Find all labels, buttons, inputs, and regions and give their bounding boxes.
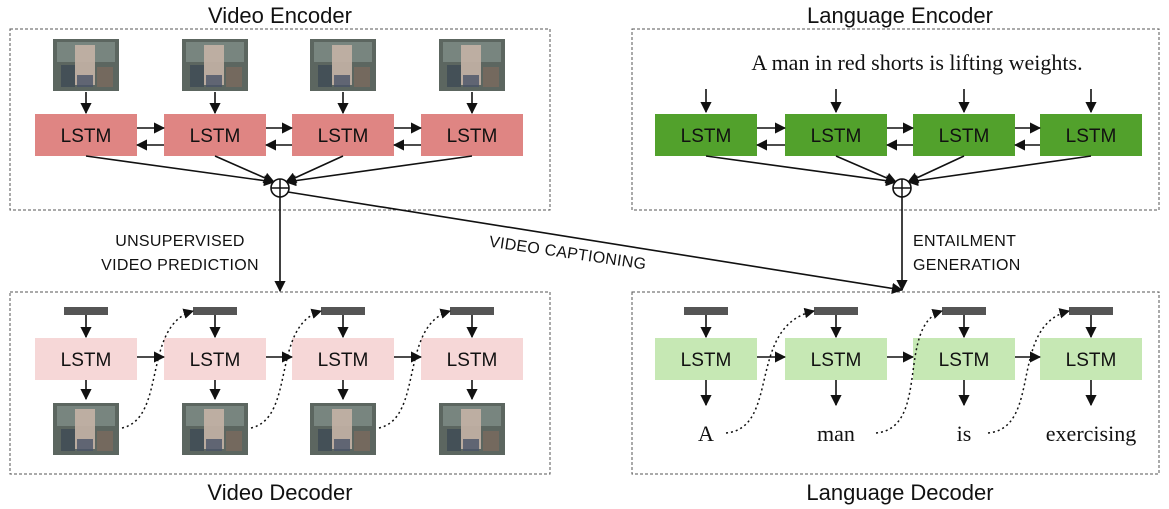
video-decoder-input-bar-3 <box>321 307 365 315</box>
video-decoder-lstm-3-box <box>292 338 394 380</box>
language-decoder-lstm-3-box <box>913 338 1015 380</box>
language-sum-plus <box>893 179 911 197</box>
video-captioning-label: VIDEO CAPTIONING <box>488 234 647 274</box>
video-encoder-lstm-4-box <box>421 114 523 156</box>
output-word-3: is <box>957 421 972 446</box>
video-encoder-lstm-3-box <box>292 114 394 156</box>
video-feedback-2 <box>250 308 323 429</box>
video-frames <box>53 39 505 455</box>
language-encoder-title: Language Encoder <box>807 3 993 28</box>
language-encoder-lstm-4-label: LSTM <box>1066 126 1117 147</box>
video-encoder-title: Video Encoder <box>208 3 352 28</box>
language-encoder-panel <box>631 28 1160 211</box>
video-decoder-input-bar-1 <box>64 307 108 315</box>
unsupervised-label: UNSUPERVISED <box>115 233 245 250</box>
language-encoder-lstm-3-box <box>913 114 1015 156</box>
encoder-frame-2 <box>182 39 248 91</box>
input-sentence: A man in red shorts is lifting weights. <box>751 50 1082 75</box>
language-encoder-lstm-2-box <box>785 114 887 156</box>
language-encoder-to-sum-4 <box>906 155 1092 187</box>
video-encoder-lstm-2-box <box>164 114 266 156</box>
language-decoder-lstm-4-label: LSTM <box>1066 350 1117 371</box>
video-decoder-title: Video Decoder <box>207 480 352 505</box>
video-decoder-input-bar-4 <box>450 307 494 315</box>
decoder-frame-1 <box>53 403 119 455</box>
language-encoder-to-sum-1 <box>705 155 898 187</box>
language-decoder-lstm-2-box <box>785 338 887 380</box>
language-encoder-lstm-4-box <box>1040 114 1142 156</box>
encoder-frame-4 <box>439 39 505 91</box>
language-decoder-lstm-1-label: LSTM <box>681 350 732 371</box>
video-feedback-1 <box>121 308 195 429</box>
video-encoder-lstm-3-label: LSTM <box>318 126 369 147</box>
video-decoder-lstm-2-box <box>164 338 266 380</box>
video-decoder-lstm-4-box <box>421 338 523 380</box>
video-encoder-to-sum-1 <box>85 155 276 187</box>
connections <box>80 89 1097 434</box>
language-encoder-lstm-2-label: LSTM <box>811 126 862 147</box>
video-decoder-lstm-1-label: LSTM <box>61 350 112 371</box>
language-decoder-input-bar-4 <box>1069 307 1113 315</box>
output-word-4: exercising <box>1046 421 1136 446</box>
language-decoder-input-bar-1 <box>684 307 728 315</box>
language-decoder-input-bar-3 <box>942 307 986 315</box>
language-decoder-panel <box>631 291 1160 475</box>
encoder-frame-3 <box>310 39 376 91</box>
video-encoder-lstm-4-label: LSTM <box>447 126 498 147</box>
entailment-label: ENTAILMENT <box>913 233 1016 250</box>
output-word-2: man <box>817 421 855 446</box>
video-prediction-label: VIDEO PREDICTION <box>101 257 259 274</box>
language-encoder-to-sum-2 <box>835 155 898 184</box>
video-encoder-lstm-2-label: LSTM <box>190 126 241 147</box>
language-decoder-title: Language Decoder <box>806 480 993 505</box>
generation-label: GENERATION <box>913 257 1021 274</box>
video-captioning-arrow <box>287 191 904 294</box>
video-decoder-lstm-4-label: LSTM <box>447 350 498 371</box>
video-decoder-lstm-2-label: LSTM <box>190 350 241 371</box>
lstm-cells: LSTM LSTM LSTM LSTM LSTM LSTM LSTM LSTM LSTM LSTM… <box>35 114 1142 380</box>
video-decoder-input-bar-2 <box>193 307 237 315</box>
language-encoder-lstm-3-label: LSTM <box>939 126 990 147</box>
language-feedback-3 <box>987 308 1071 434</box>
video-encoder-lstm-1-box <box>35 114 137 156</box>
decoder-frame-4 <box>439 403 505 455</box>
decoder-frame-2 <box>182 403 248 455</box>
video-encoder-to-sum-2 <box>214 155 276 184</box>
language-decoder-lstm-2-label: LSTM <box>811 350 862 371</box>
language-decoder-lstm-4-box <box>1040 338 1142 380</box>
language-decoder-input-bar-2 <box>814 307 858 315</box>
language-encoder-lstm-1-label: LSTM <box>681 126 732 147</box>
video-decoder-lstm-3-label: LSTM <box>318 350 369 371</box>
video-encoder-lstm-1-label: LSTM <box>61 126 112 147</box>
language-encoder-lstm-1-box <box>655 114 757 156</box>
video-encoder-to-sum-4 <box>284 155 473 187</box>
output-word-1: A <box>698 421 714 446</box>
decoder-frame-3 <box>310 403 376 455</box>
video-sum-plus <box>271 179 289 197</box>
language-decoder-lstm-1-box <box>655 338 757 380</box>
video-feedback-3 <box>378 308 452 429</box>
encoder-frame-1 <box>53 39 119 91</box>
video-decoder-lstm-1-box <box>35 338 137 380</box>
language-decoder-lstm-3-label: LSTM <box>939 350 990 371</box>
